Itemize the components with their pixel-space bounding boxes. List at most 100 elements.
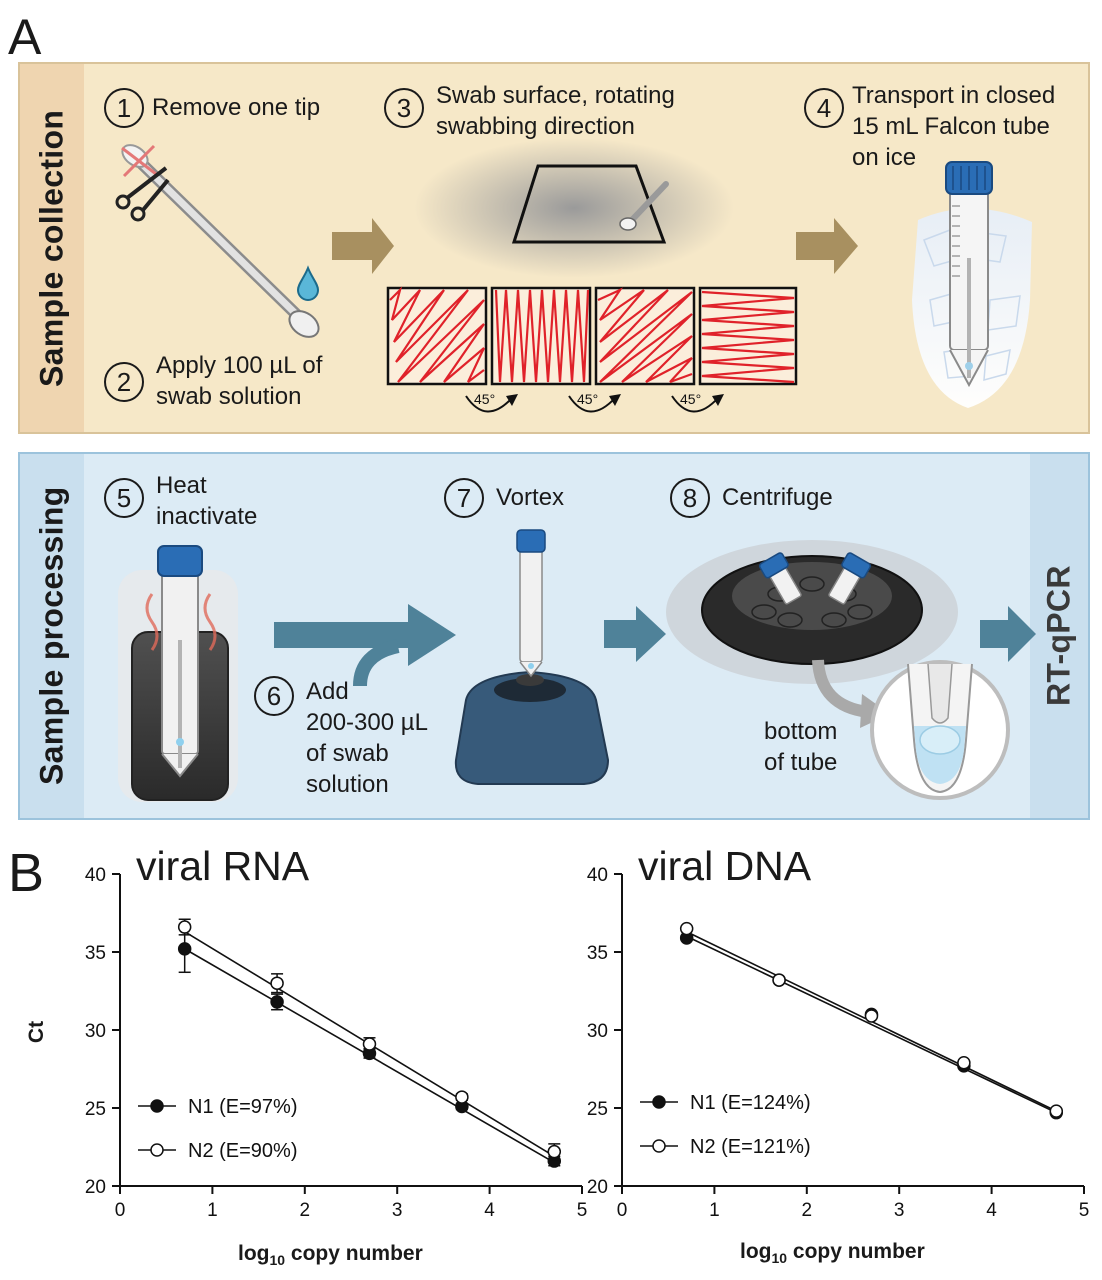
step-3-line: Swab surface, rotating [436,82,675,109]
surface-icon [511,164,667,244]
vortex-icon [454,670,610,785]
step-3-line: swabbing direction [436,113,635,140]
data-point [864,1009,879,1023]
step-5-text: Heat inactivate [156,470,257,532]
rotation-label-3: 45° [680,391,701,407]
callout-line: bottom [764,718,838,745]
data-point [957,1056,971,1070]
callout-text: bottom of tube [764,716,837,778]
step-number-6: 6 [254,676,294,716]
y-tick-label: 40 [85,865,106,886]
step-number-1: 1 [104,88,144,128]
drop-icon [296,265,320,301]
step-4-text: Transport in closed 15 mL Falcon tube on… [852,80,1055,173]
chart-2-xlabel: log10 copy number [740,1240,925,1267]
step-6-line: solution [306,771,389,798]
rotate-arrow-icon [465,395,719,413]
cut-cross-icon [121,144,157,178]
step-3-text: Swab surface, rotating swabbing directio… [436,80,675,142]
arrow-right-icon [332,218,394,274]
scissors-icon [115,166,170,222]
x-tick-label: 0 [617,1200,628,1221]
step-1-text: Remove one tip [152,92,320,123]
step-5-line: Heat [156,472,207,499]
x-tick-label: 4 [484,1200,495,1221]
falcon-tube-icon [157,545,203,778]
centrifuge-icon [666,540,958,684]
y-tick-label: 25 [587,1099,608,1120]
y-tick-label: 25 [85,1099,106,1120]
step-number-4: 4 [804,88,844,128]
y-tick-label: 20 [587,1177,608,1198]
callout-line: of tube [764,749,838,776]
step-4-line: 15 mL Falcon tube [852,113,1050,140]
chart-2-title: viral DNA [638,843,812,889]
data-point [1049,1104,1064,1118]
step-4-line: on ice [852,144,917,171]
step-number-8: 8 [670,478,710,518]
step-8-text: Centrifuge [722,482,833,513]
legend-label: N1 (E=97%) [188,1096,298,1118]
surface-shadow [414,138,734,278]
x-tick-label: 3 [894,1200,905,1221]
rotate-arrowhead-icon [506,394,724,406]
data-point [679,921,694,936]
arrow-right-icon [604,606,666,662]
swab-pattern-4 [698,286,798,386]
y-tick-label: 30 [85,1021,106,1042]
step-number-5: 5 [104,478,144,518]
arrow-right-icon [796,218,858,274]
step-2-line: swab solution [156,383,302,410]
arrow-right-icon [980,606,1036,662]
data-point [270,995,284,1009]
callout-arrow-icon [812,659,869,718]
rotation-label-2: 45° [577,391,598,407]
legend-label: N1 (E=124%) [690,1092,811,1114]
rotation-label-1: 45° [474,391,495,407]
chart-1-title: viral RNA [136,843,310,889]
x-tick-label: 5 [577,1200,588,1221]
x-tick-label: 4 [986,1200,997,1221]
y-tick-label: 35 [85,943,106,964]
heat-wave-icon [203,593,217,651]
data-point [772,973,786,987]
legend-marker [652,1139,666,1153]
swab-pattern-2 [490,286,592,386]
chart-1-xlabel: log10 copy number [238,1242,423,1269]
panel-b-letter: B [8,843,45,903]
x-tick-label: 1 [709,1200,720,1221]
swab-pattern-1 [386,286,488,386]
step-2-text: Apply 100 µL of swab solution [156,350,322,412]
x-tick-label: 1 [207,1200,218,1221]
step-number-3: 3 [384,88,424,128]
tube-bottom-zoom-icon [870,660,1010,800]
swab-pattern-3 [594,286,696,386]
y-tick-label: 30 [587,1021,608,1042]
step-7-line: Vortex [496,484,565,511]
panel-a-letter: A [8,9,42,65]
step-4-line: Transport in closed [852,82,1056,109]
legend-marker [150,1099,164,1113]
workflow-illustrations: 45° 45° 45° [115,138,1036,802]
y-tick-label: 40 [587,865,608,886]
step-6-line: Add [306,678,349,705]
data-point [177,942,192,956]
arrow-right-icon [274,604,456,687]
y-tick-label: 20 [85,1177,106,1198]
step-8-line: Centrifuge [722,484,833,511]
falcon-tube-icon [945,161,993,388]
x-tick-label: 5 [1079,1200,1090,1221]
data-point [455,1090,469,1104]
step-number-2: 2 [104,362,144,402]
step-7-text: Vortex [496,482,564,513]
x-tick-label: 0 [115,1200,126,1221]
heat-wave-icon [145,593,159,651]
legend-marker [652,1095,666,1109]
legend-label: N2 (E=90%) [188,1140,298,1162]
mini-swab-icon [619,181,669,231]
step-number-7: 7 [444,478,484,518]
step-5-line: inactivate [156,503,258,530]
step-1-line: Remove one tip [152,94,321,121]
x-tick-label: 2 [802,1200,813,1221]
